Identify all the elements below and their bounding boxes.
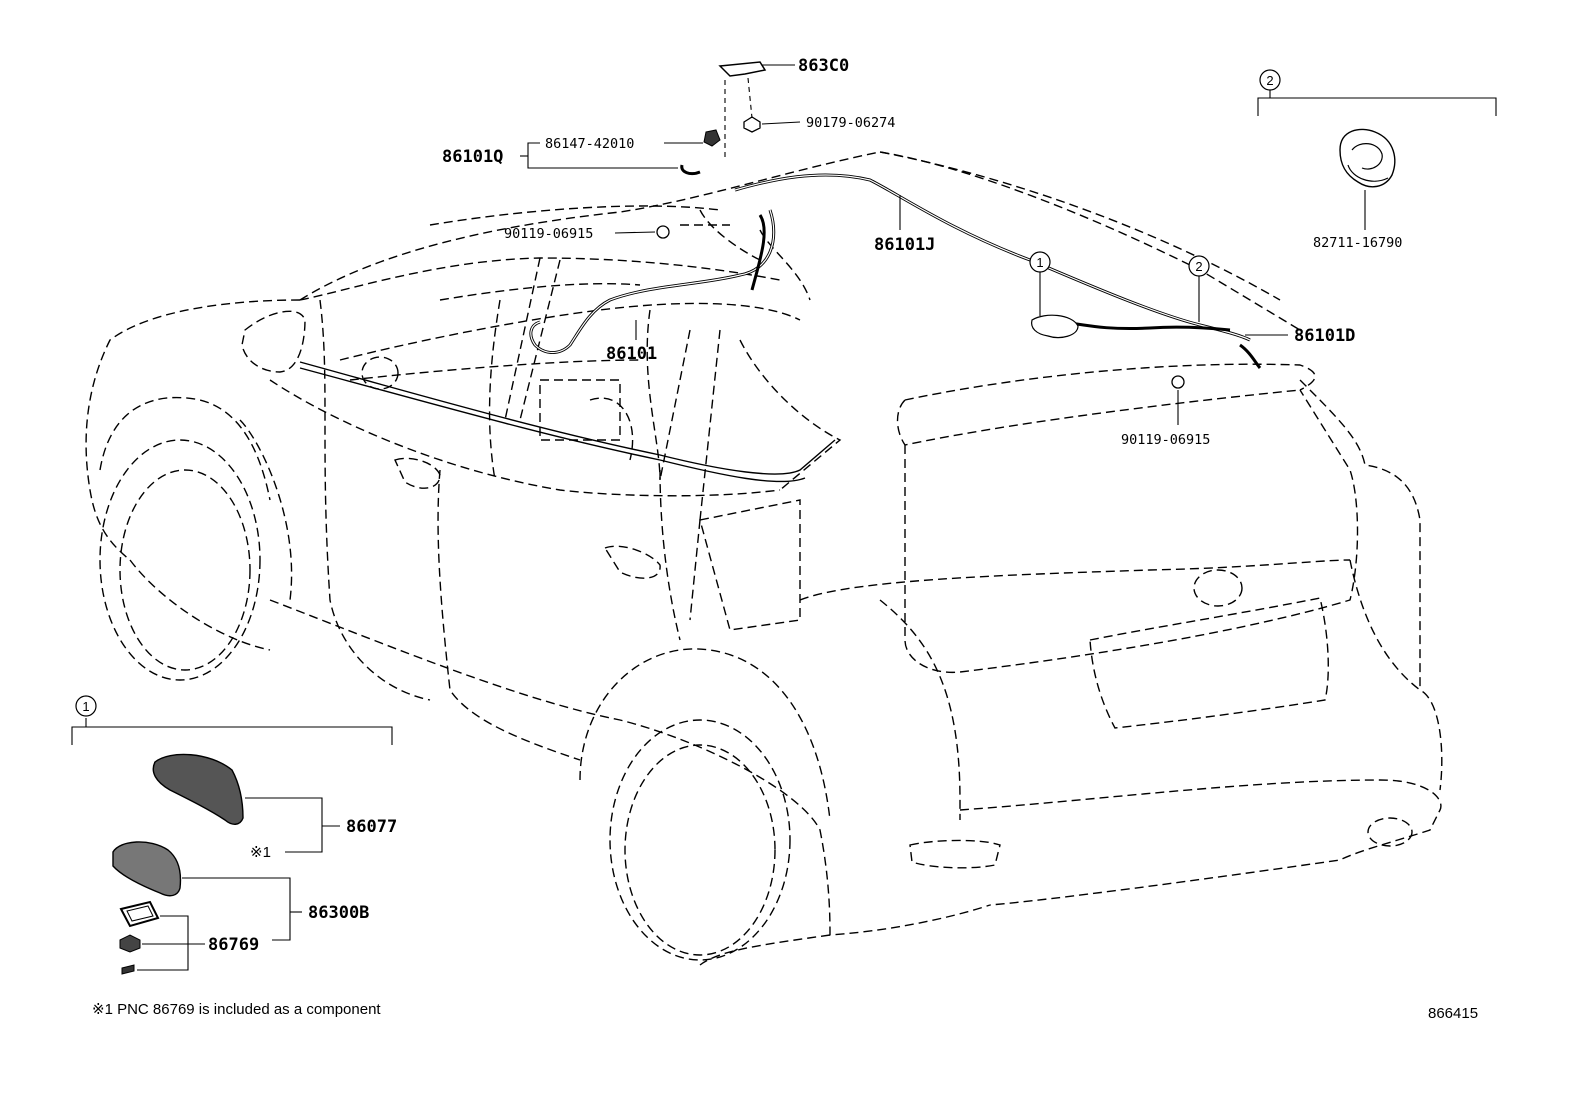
antenna-assembly-icon	[112, 841, 182, 897]
bracket-icon	[718, 61, 767, 77]
shark-fin-cover-icon	[152, 753, 244, 825]
part-label-86101j: 86101J	[874, 235, 935, 255]
reference-mark: ※1	[250, 844, 271, 861]
antenna-base-icon	[1031, 314, 1079, 339]
svg-text:1: 1	[82, 699, 89, 714]
part-label-863c0: 863C0	[798, 56, 849, 76]
screw-icon	[121, 964, 135, 975]
part-label-90179-06274: 90179-06274	[806, 115, 895, 131]
bolt-icon	[656, 225, 670, 239]
callout-2-vehicle: 2	[1188, 255, 1210, 277]
part-label-86147-42010: 86147-42010	[545, 136, 634, 152]
clip-icon	[703, 129, 721, 147]
part-label-82711-16790: 82711-16790	[1313, 235, 1402, 251]
vehicle-outline	[85, 151, 1443, 966]
part-label-90119-06915-rear: 90119-06915	[1121, 432, 1210, 448]
part-label-86300b: 86300B	[308, 903, 369, 923]
part-label-86101: 86101	[606, 344, 657, 364]
diagram-id: 866415	[1428, 1005, 1478, 1022]
nut-icon-small	[119, 934, 141, 953]
part-icons	[112, 61, 1396, 975]
svg-text:1: 1	[1036, 255, 1043, 270]
footnote: ※1 PNC 86769 is included as a component	[92, 1001, 381, 1018]
bolt-icon-rear	[1171, 375, 1185, 389]
part-label-86769: 86769	[208, 935, 259, 955]
nut-icon	[743, 116, 761, 133]
svg-text:2: 2	[1195, 259, 1202, 274]
callout-1-group-header: 1	[75, 695, 97, 717]
callout-2-group-header: 2	[1259, 69, 1281, 91]
part-label-86077: 86077	[346, 817, 397, 837]
part-label-86101d: 86101D	[1294, 326, 1355, 346]
antenna-cord-harness	[299, 164, 1262, 483]
svg-text:2: 2	[1266, 73, 1273, 88]
part-label-86101q: 86101Q	[442, 147, 503, 167]
leader-lines	[71, 64, 1497, 971]
callout-1-vehicle: 1	[1029, 251, 1051, 273]
part-label-90119-06915-top: 90119-06915	[504, 226, 593, 242]
clamp-icon	[1339, 128, 1396, 188]
